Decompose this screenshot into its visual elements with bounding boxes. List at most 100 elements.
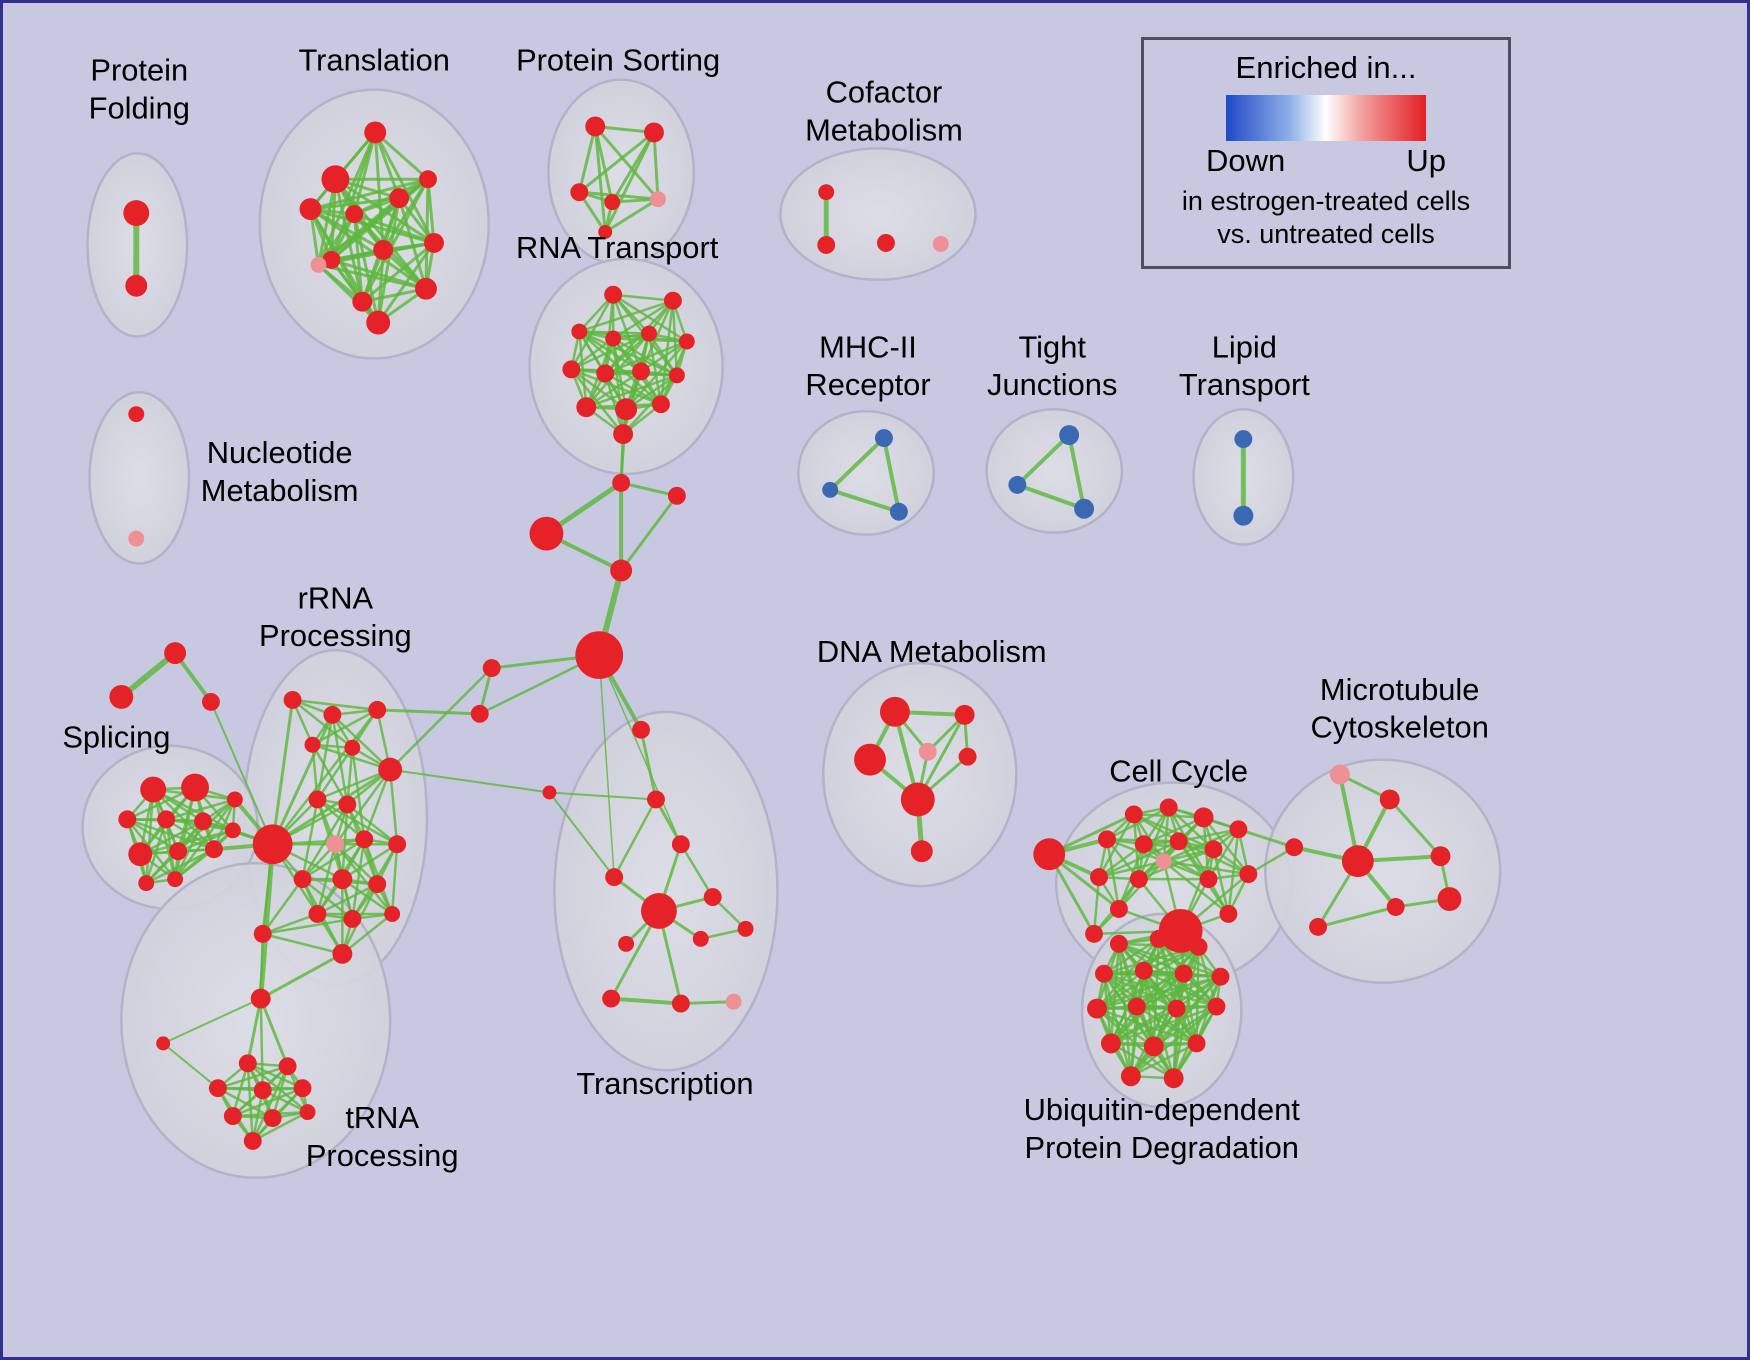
network-edge <box>828 436 886 492</box>
network-edge <box>881 436 901 514</box>
network-node <box>304 736 321 753</box>
network-edge <box>341 843 399 881</box>
network-edge <box>1388 797 1442 858</box>
network-node <box>1204 840 1223 859</box>
cluster-ellipse-cofactor-metabolism <box>779 147 977 282</box>
network-node <box>875 429 893 448</box>
network-node <box>596 364 615 383</box>
network-node <box>253 924 272 943</box>
network-node <box>641 893 677 929</box>
network-edge <box>1095 975 1222 1010</box>
cluster-label-translation: Translation <box>298 43 450 78</box>
network-node <box>1169 832 1188 851</box>
network-node <box>1098 830 1116 849</box>
network-node <box>109 684 134 709</box>
network-node <box>668 367 685 384</box>
network-node <box>737 920 754 937</box>
network-edge <box>1177 828 1240 843</box>
network-edge <box>331 713 392 771</box>
network-node <box>1329 764 1350 785</box>
network-node <box>562 360 581 379</box>
network-node <box>164 642 187 665</box>
network-edge <box>577 124 597 194</box>
network-edge <box>301 803 349 881</box>
network-node <box>332 869 353 890</box>
network-node <box>323 705 342 724</box>
network-edge <box>316 746 354 801</box>
network-edge <box>231 1086 304 1118</box>
network-edge <box>578 299 675 333</box>
legend-scale-labels: Down Up <box>1206 143 1446 179</box>
network-edge <box>1015 482 1087 511</box>
network-node <box>201 692 220 711</box>
network-edge <box>397 196 428 291</box>
network-edge <box>271 708 379 846</box>
legend-down-label: Down <box>1206 143 1286 178</box>
network-node <box>345 205 364 224</box>
network-node <box>293 870 312 889</box>
network-edge <box>647 332 663 406</box>
network-edge <box>251 1065 289 1143</box>
network-edge <box>639 728 658 801</box>
network-node <box>879 696 910 727</box>
network-edge <box>598 654 615 878</box>
network-edge <box>1162 859 1230 916</box>
network-node <box>299 1104 316 1121</box>
network-edge <box>309 177 430 211</box>
legend-subtitle-line2: vs. untreated cells <box>1217 219 1435 249</box>
network-node <box>576 397 597 418</box>
network-edge <box>390 843 399 916</box>
network-node <box>1155 853 1172 870</box>
network-node <box>308 790 327 809</box>
cluster-ellipse-mhc-ii-receptor <box>797 409 935 536</box>
network-node <box>1229 820 1248 839</box>
network-edge <box>424 177 430 291</box>
network-node <box>1234 430 1253 449</box>
network-edge <box>311 743 349 806</box>
legend: Enriched in... Down Up in estrogen-treat… <box>1141 37 1511 269</box>
network-edge <box>261 912 319 936</box>
network-edge <box>1129 1042 1198 1078</box>
network-node <box>326 835 345 854</box>
network-edge <box>301 838 366 881</box>
network-node <box>138 875 155 892</box>
network-node <box>725 993 742 1010</box>
network-edge <box>612 798 658 879</box>
network-edge <box>259 997 290 1068</box>
network-node <box>1189 937 1208 956</box>
network-edge <box>173 798 237 881</box>
network-edge <box>619 481 679 498</box>
network-edge <box>144 788 155 885</box>
network-node <box>610 559 633 582</box>
network-node <box>612 473 631 492</box>
network-node <box>1127 997 1146 1016</box>
network-edge <box>388 768 399 846</box>
network-node <box>570 183 589 202</box>
network-edge <box>216 1065 289 1090</box>
cluster-label-cell-cycle: Cell Cycle <box>1109 754 1248 789</box>
network-edge <box>259 997 264 1092</box>
network-edge <box>1129 1005 1218 1078</box>
network-edge <box>603 197 660 234</box>
network-edge <box>603 340 689 375</box>
network-node <box>208 1079 227 1098</box>
network-edge <box>585 374 679 409</box>
network-node <box>128 406 145 423</box>
network-node <box>252 824 293 865</box>
network-node <box>1341 845 1374 878</box>
network-edge <box>679 843 714 899</box>
network-node <box>641 325 657 342</box>
network-node <box>253 1081 272 1100</box>
network-edge <box>246 1062 304 1090</box>
network-node <box>243 1131 262 1150</box>
cluster-ellipse-nucleotide-metabolism <box>88 391 191 565</box>
legend-gradient-bar <box>1226 95 1426 141</box>
network-edge <box>1162 859 1250 876</box>
network-node <box>1134 961 1153 980</box>
network-node <box>123 200 150 227</box>
network-node <box>310 256 327 273</box>
network-edge <box>570 368 628 411</box>
